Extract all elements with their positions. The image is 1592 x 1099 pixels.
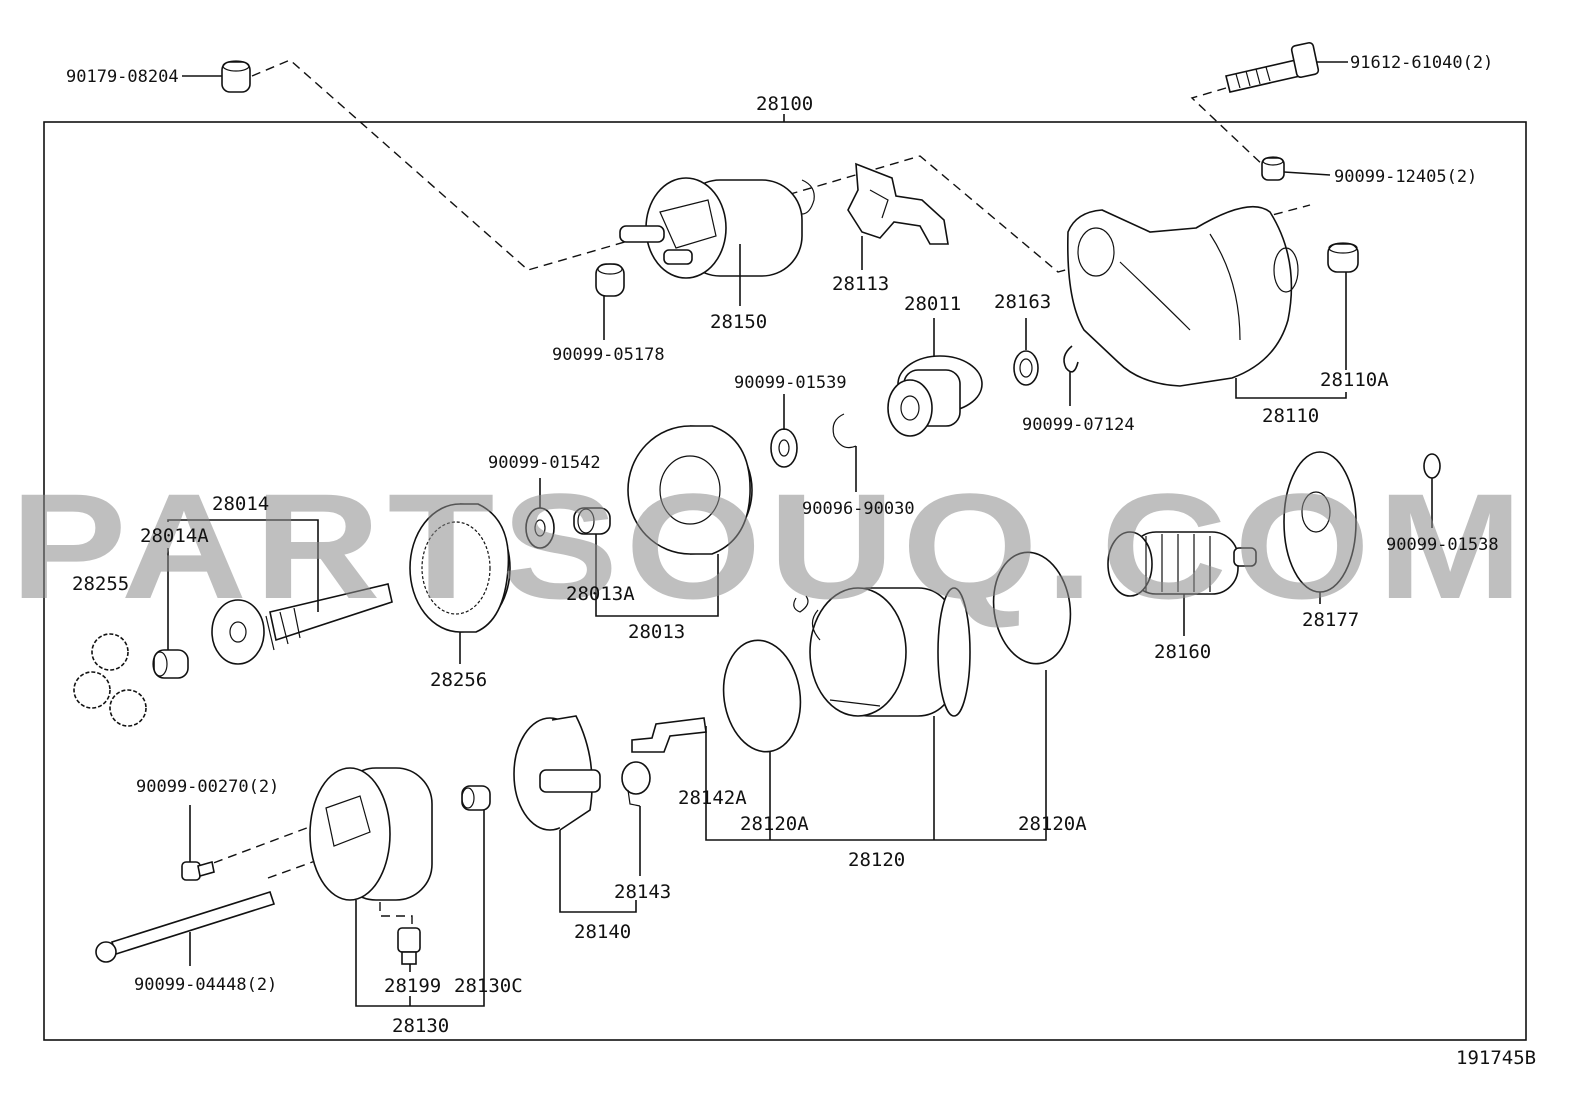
label-28150[interactable]: 28150 — [710, 311, 767, 333]
mount-line-bolt-90099-00270 — [199, 825, 313, 869]
label-90099-01538[interactable]: 90099-01538 — [1386, 535, 1499, 555]
label-28130[interactable]: 28130 — [392, 1015, 449, 1037]
label-28143[interactable]: 28143 — [614, 881, 671, 903]
leader-lines — [167, 61, 1433, 1007]
part-28199[interactable] — [397, 927, 421, 965]
label-28177[interactable]: 28177 — [1302, 609, 1359, 631]
label-90099-01542[interactable]: 90099-01542 — [488, 453, 601, 473]
label-90096-90030[interactable]: 90096-90030 — [802, 499, 915, 519]
part-28143-spring[interactable] — [621, 761, 651, 807]
part-28150-solenoid[interactable] — [619, 177, 815, 279]
part-28130-end-frame[interactable] — [309, 767, 433, 901]
label-28110[interactable]: 28110 — [1262, 405, 1319, 427]
label-28120A-right[interactable]: 28120A — [1018, 813, 1087, 835]
diagram-code: 191745B — [1456, 1047, 1536, 1069]
part-90099-00270[interactable] — [181, 860, 215, 881]
label-90099-12405[interactable]: 90099-12405(2) — [1334, 167, 1477, 187]
label-28014A[interactable]: 28014A — [140, 525, 209, 547]
label-28163[interactable]: 28163 — [994, 291, 1051, 313]
part-28014A[interactable] — [152, 649, 189, 679]
label-90099-00270[interactable]: 90099-00270(2) — [136, 777, 279, 797]
label-91612-61040[interactable]: 91612-61040(2) — [1350, 53, 1493, 73]
label-28160[interactable]: 28160 — [1154, 641, 1211, 663]
label-28113[interactable]: 28113 — [832, 273, 889, 295]
part-28120-yoke[interactable] — [793, 587, 971, 717]
part-91612-61040[interactable] — [1225, 42, 1320, 93]
part-90179-08204[interactable] — [221, 60, 251, 93]
part-90099-04448[interactable] — [95, 890, 276, 963]
part-90099-07124[interactable] — [1063, 345, 1079, 373]
part-28120A-oring-right[interactable] — [987, 547, 1078, 668]
part-28163[interactable] — [1013, 350, 1039, 386]
mount-line-28199 — [379, 902, 413, 928]
label-28011[interactable]: 28011 — [904, 293, 961, 315]
mount-line-left — [251, 59, 819, 271]
part-28013A[interactable] — [573, 507, 611, 535]
mount-line-bolt-90099-04448 — [267, 859, 319, 879]
part-28255-planetary-gears[interactable] — [73, 633, 147, 727]
part-28130C[interactable] — [461, 785, 491, 811]
label-90099-04448[interactable]: 90099-04448(2) — [134, 975, 277, 995]
part-28011-clutch[interactable] — [887, 355, 983, 437]
label-90099-07124[interactable]: 90099-07124 — [1022, 415, 1135, 435]
part-28113-lever[interactable] — [847, 162, 949, 245]
part-90099-05178[interactable] — [595, 263, 625, 297]
label-28120[interactable]: 28120 — [848, 849, 905, 871]
label-28110A[interactable]: 28110A — [1320, 369, 1389, 391]
label-28256[interactable]: 28256 — [430, 669, 487, 691]
part-28110-housing[interactable] — [1067, 205, 1299, 387]
label-28100[interactable]: 28100 — [756, 93, 813, 115]
label-28255[interactable]: 28255 — [72, 573, 129, 595]
label-28014[interactable]: 28014 — [212, 493, 269, 515]
label-28142A[interactable]: 28142A — [678, 787, 747, 809]
part-28177-cover[interactable] — [1283, 451, 1357, 593]
part-28142A[interactable] — [631, 717, 707, 753]
label-90099-01539[interactable]: 90099-01539 — [734, 373, 847, 393]
watermark: PARTSOUQ.COM — [10, 462, 1530, 630]
label-90099-05178[interactable]: 90099-05178 — [552, 345, 665, 365]
label-90179-08204[interactable]: 90179-08204 — [66, 67, 179, 87]
assembly-frame — [43, 121, 1527, 1041]
part-28013-cover[interactable] — [627, 425, 753, 555]
label-28013A[interactable]: 28013A — [566, 583, 635, 605]
part-90096-90030[interactable] — [832, 413, 857, 449]
label-28120A-left[interactable]: 28120A — [740, 813, 809, 835]
part-28110A[interactable] — [1327, 242, 1359, 273]
label-28013[interactable]: 28013 — [628, 621, 685, 643]
label-28140[interactable]: 28140 — [574, 921, 631, 943]
part-28160-armature[interactable] — [1107, 531, 1257, 597]
label-28199[interactable]: 28199 — [384, 975, 441, 997]
part-28140-brush-holder[interactable] — [513, 715, 601, 831]
part-28120A-oring-left[interactable] — [717, 635, 808, 756]
part-28014-shaft[interactable] — [211, 583, 393, 665]
label-28130C[interactable]: 28130C — [454, 975, 523, 997]
mount-line-right — [1190, 87, 1267, 169]
part-90099-12405[interactable] — [1261, 156, 1285, 181]
part-28256-internal-gear[interactable] — [409, 503, 511, 633]
